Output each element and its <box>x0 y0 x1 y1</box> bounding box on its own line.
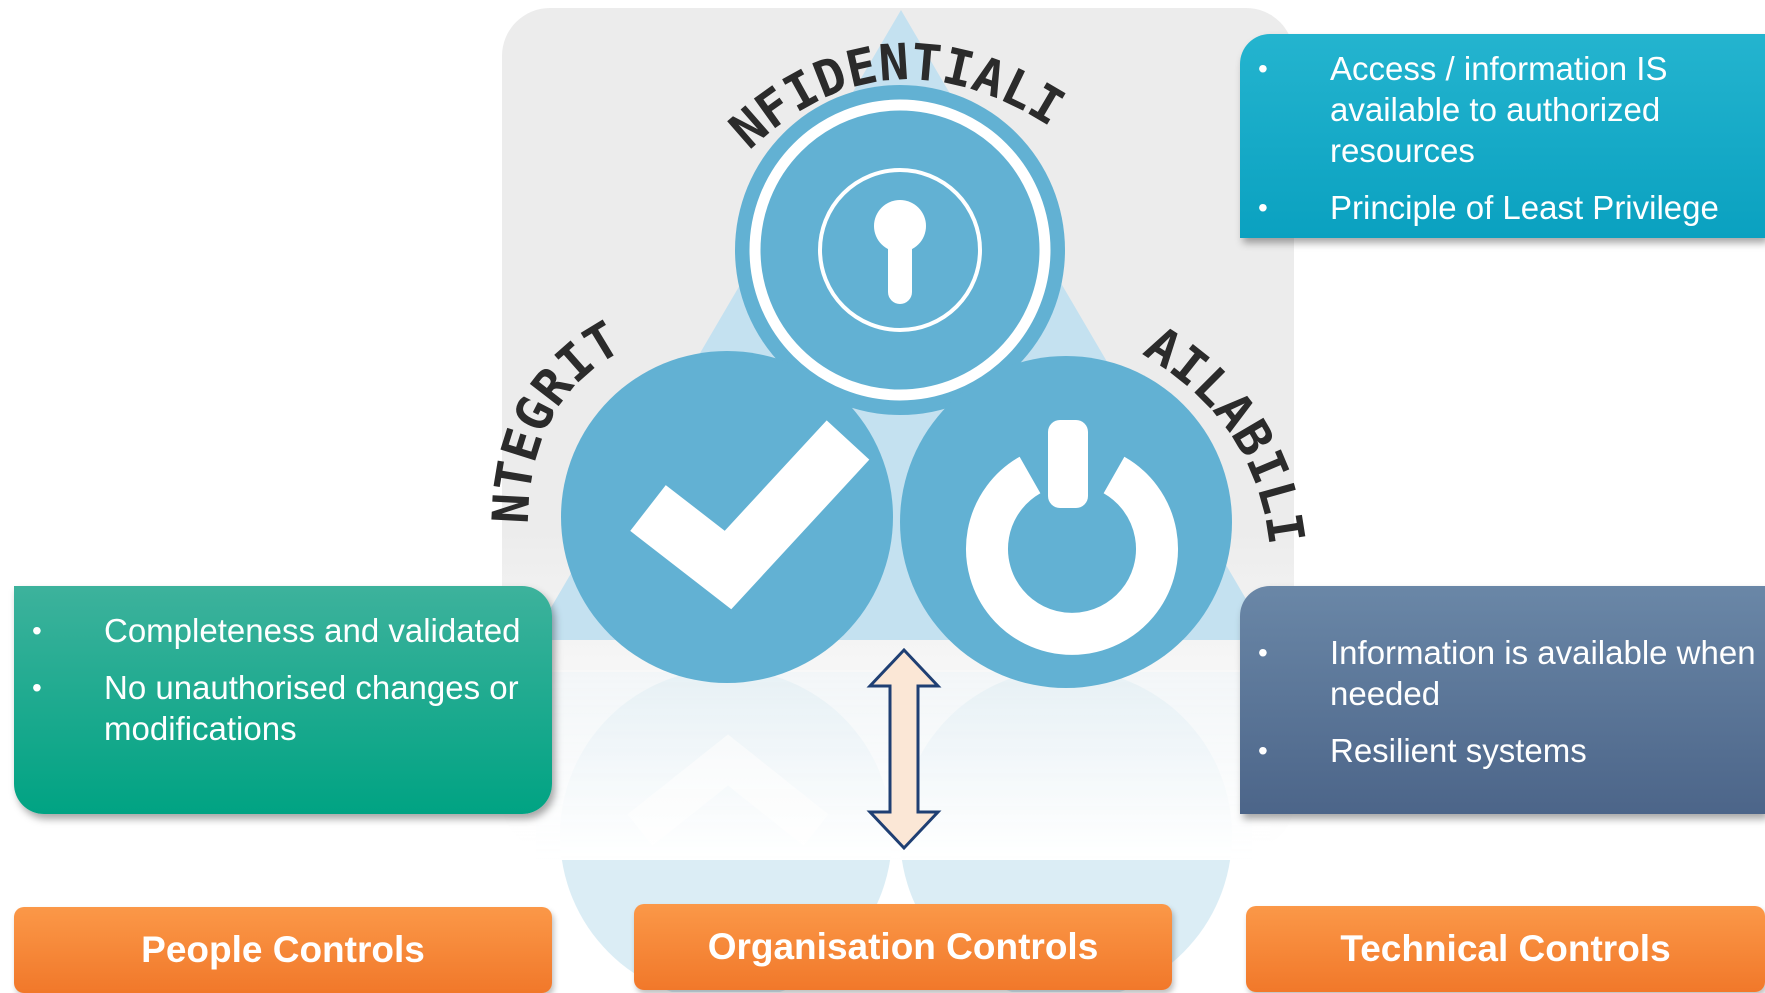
bullet-text: No unauthorised changes or modifications <box>104 669 519 747</box>
bullet-text: Access / information IS available to aut… <box>1330 50 1668 169</box>
bullet-icon: • <box>1258 53 1268 84</box>
bullet-text: Principle of Least Privilege <box>1330 189 1719 226</box>
technical-controls-button[interactable]: Technical Controls <box>1246 906 1765 992</box>
list-item: • Access / information IS available to a… <box>1240 48 1765 171</box>
double-arrow-icon <box>866 647 942 851</box>
bullet-icon: • <box>1258 735 1268 766</box>
list-item: • Resilient systems <box>1240 730 1765 771</box>
bullet-icon: • <box>1258 637 1268 668</box>
list-item: • Completeness and validated <box>14 610 532 651</box>
bullet-text: Information is available when needed <box>1330 634 1756 712</box>
bullet-icon: • <box>32 615 42 646</box>
confidentiality-circle <box>735 85 1065 415</box>
list-item: • No unauthorised changes or modificatio… <box>14 667 532 749</box>
people-controls-button[interactable]: People Controls <box>14 907 552 993</box>
list-item: • Principle of Least Privilege <box>1240 187 1765 228</box>
availability-info-box: • Information is available when needed •… <box>1240 586 1765 814</box>
checkmark-icon <box>630 420 870 610</box>
organisation-controls-button[interactable]: Organisation Controls <box>634 904 1172 990</box>
bullet-text: Completeness and validated <box>104 612 521 649</box>
availability-circle <box>900 356 1232 688</box>
bullet-icon: • <box>32 672 42 703</box>
integrity-circle <box>561 351 893 683</box>
confidentiality-info-box: • Access / information IS available to a… <box>1240 34 1765 238</box>
list-item: • Information is available when needed <box>1240 632 1765 714</box>
lock-icon <box>874 200 926 304</box>
integrity-label: INTEGRITY <box>0 0 630 525</box>
bullet-icon: • <box>1258 192 1268 223</box>
power-icon <box>966 420 1178 655</box>
bullet-text: Resilient systems <box>1330 732 1587 769</box>
integrity-info-box: • Completeness and validated • No unauth… <box>14 586 552 814</box>
